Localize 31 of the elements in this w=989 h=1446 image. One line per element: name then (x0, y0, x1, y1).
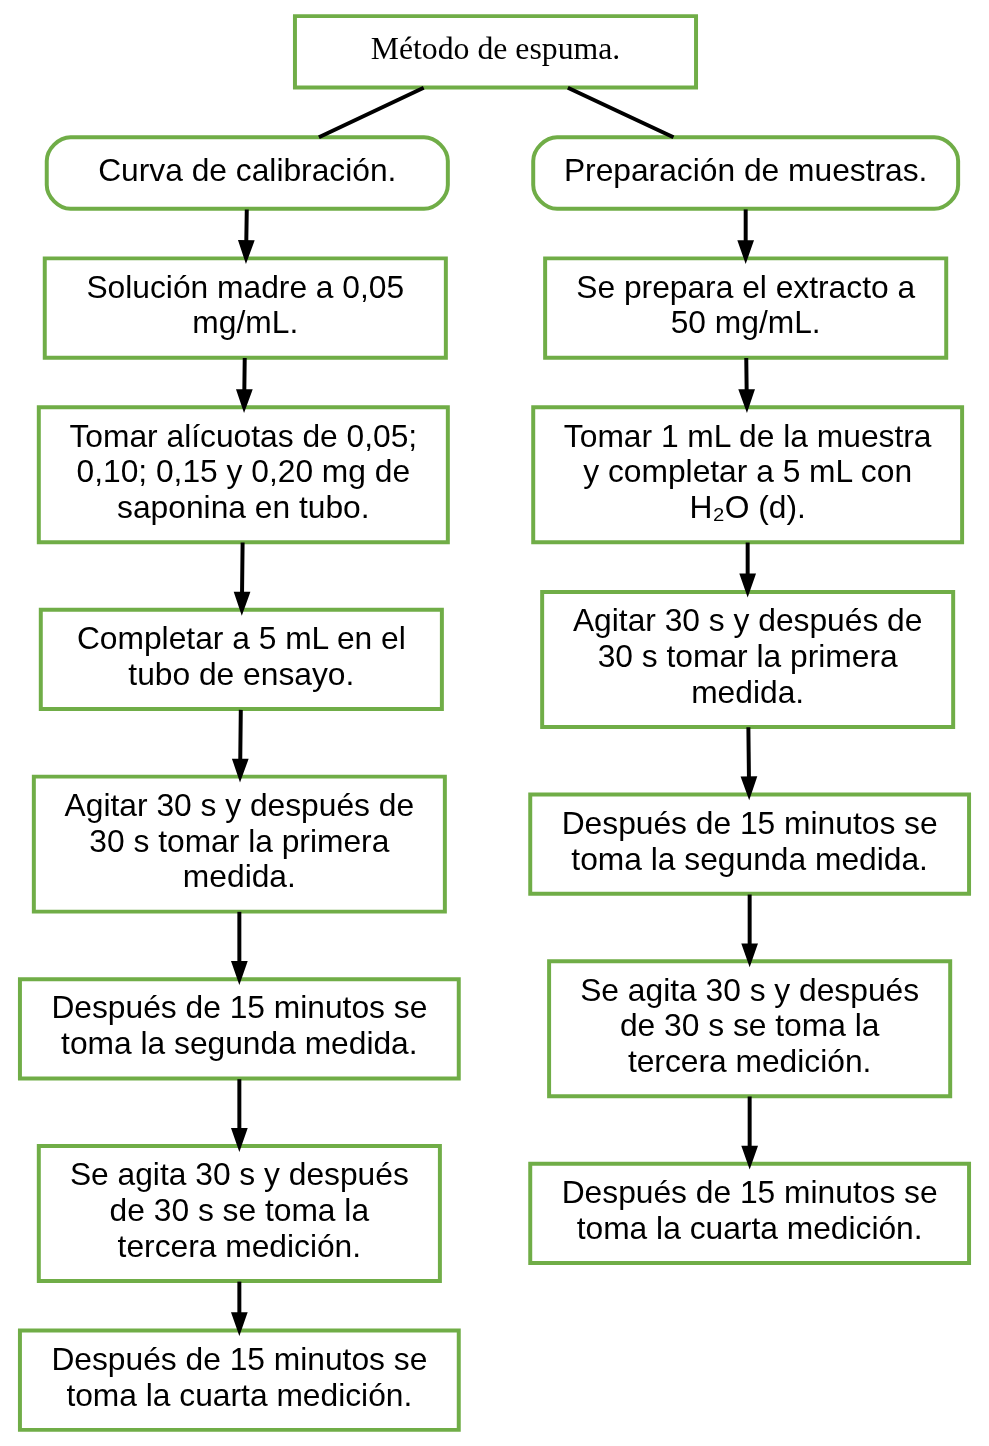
node-box: Se agita 30 s y después de 30 s se toma la tercera medición. (36, 1143, 442, 1283)
node-box: Después de 15 minutos se toma la segunda medida. (17, 977, 461, 1081)
node-box: Método de espuma. (292, 14, 699, 90)
node-box: Se prepara el extracto a 50 mg/mL. (543, 256, 949, 360)
arrow (738, 357, 755, 414)
arrow (231, 709, 249, 783)
connector (318, 85, 425, 139)
node-box: Preparación de muestras. (531, 135, 961, 211)
node-box: Completar a 5 mL en el tubo de ensayo. (38, 607, 444, 712)
node-box: Después de 15 minutos se toma la cuarta medición. (17, 1328, 461, 1432)
node-box: Curva de calibración. (44, 135, 450, 211)
node-box: Después de 15 minutos se toma la segunda medida. (528, 792, 972, 896)
node-box: Tomar alícuotas de 0,05; 0,10; 0,15 y 0,20 mg de saponina en tubo. (36, 405, 450, 545)
node-box: Se agita 30 s y después de 30 s se toma la tercera medición. (547, 959, 953, 1099)
node-box: Solución madre a 0,05 mg/mL. (42, 256, 448, 360)
node-box: Tomar 1 mL de la muestra y completar a 5 mL con H₂O (d). (531, 405, 965, 545)
arrow (741, 894, 758, 968)
arrow (737, 209, 755, 265)
arrow (231, 1281, 248, 1337)
node-box: Agitar 30 s y después de 30 s tomar la primera medida. (31, 774, 447, 914)
arrow (236, 357, 253, 414)
arrow (231, 1079, 248, 1152)
arrow (740, 727, 758, 801)
arrow (741, 1096, 758, 1170)
node-box: Después de 15 minutos se toma la cuarta medición. (528, 1161, 972, 1266)
node-box: Agitar 30 s y después de 30 s tomar la primera medida. (540, 589, 956, 729)
arrow (231, 911, 248, 985)
connector (567, 85, 675, 139)
arrow (233, 542, 251, 616)
arrow (237, 209, 255, 265)
arrow (739, 542, 756, 598)
